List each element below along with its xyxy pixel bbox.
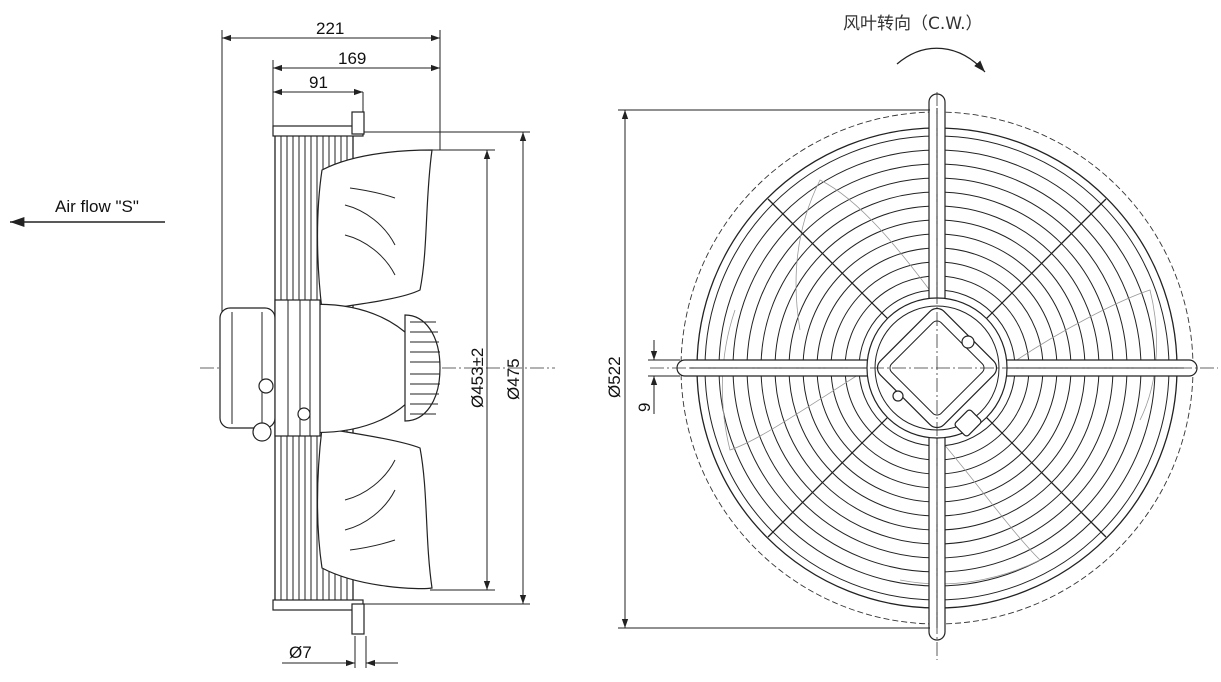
dimension-9: 9 bbox=[635, 340, 680, 414]
dimension-221: 221 bbox=[222, 19, 440, 42]
side-view: Air flow "S" 221 169 91 Ø453±2 bbox=[9, 19, 555, 668]
dimension-522: Ø522 bbox=[605, 109, 930, 629]
airflow-label: Air flow "S" bbox=[55, 197, 139, 216]
motor-hub-side bbox=[219, 299, 321, 442]
dim-91-text: 91 bbox=[309, 73, 328, 92]
dimension-91: 91 bbox=[273, 73, 363, 96]
dimension-7: Ø7 bbox=[282, 636, 398, 668]
blades-front bbox=[721, 179, 1157, 585]
dimension-475: Ø475 bbox=[504, 132, 527, 604]
dim-522-text: Ø522 bbox=[605, 356, 624, 398]
dim-221-text: 221 bbox=[316, 19, 344, 38]
airflow-arrow: Air flow "S" bbox=[9, 197, 165, 228]
blades-side bbox=[299, 149, 433, 590]
rotation-indicator: 风叶转向（C.W.） bbox=[843, 14, 986, 73]
dim-9-text: 9 bbox=[635, 403, 654, 412]
dim-453-text: Ø453±2 bbox=[468, 348, 487, 408]
motor-ribs bbox=[404, 314, 441, 422]
dim-169-text: 169 bbox=[338, 49, 366, 68]
dim-475-text: Ø475 bbox=[504, 358, 523, 400]
front-view: 风叶转向（C.W.） bbox=[605, 14, 1218, 660]
dimension-169: 169 bbox=[273, 49, 440, 72]
dim-7-text: Ø7 bbox=[289, 643, 312, 662]
dimension-453: Ø453±2 bbox=[468, 150, 491, 590]
rotation-label: 风叶转向（C.W.） bbox=[843, 14, 983, 34]
